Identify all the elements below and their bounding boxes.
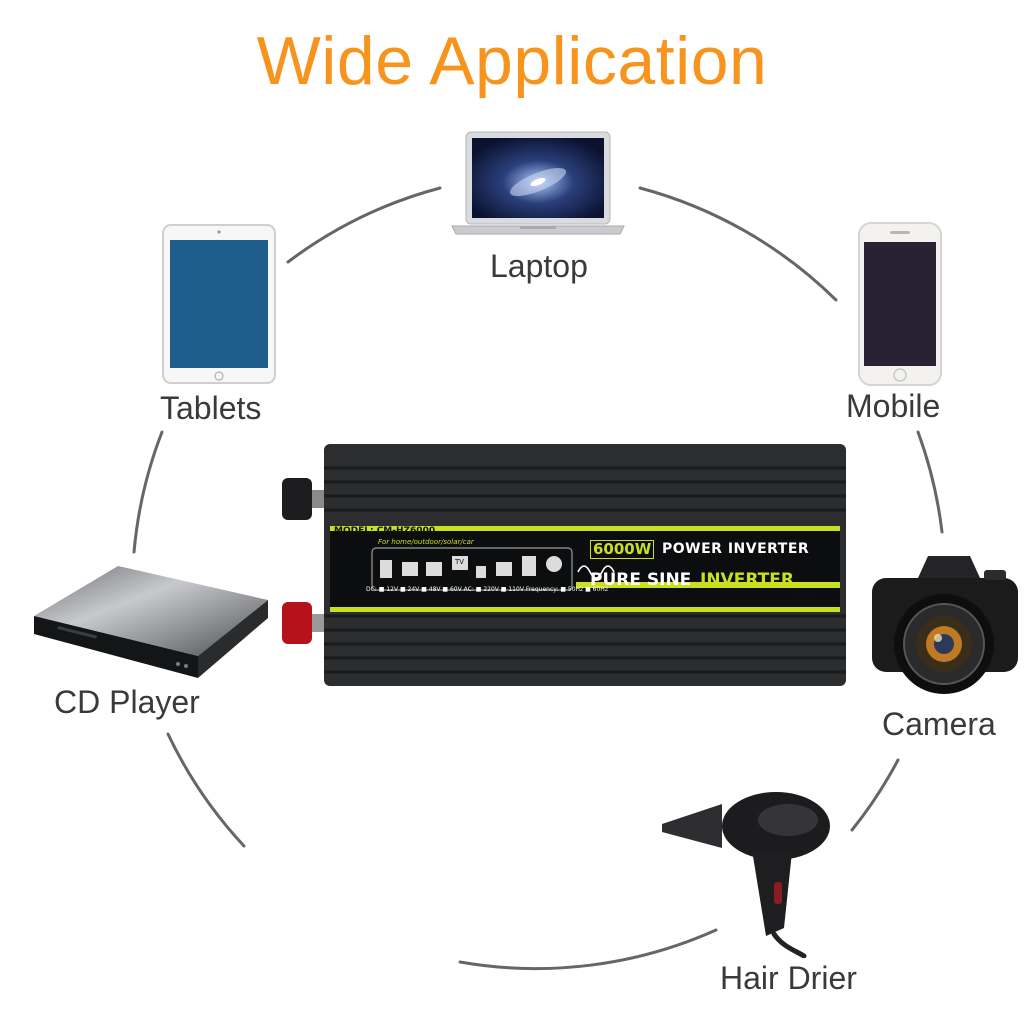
inverter-power-label: POWER INVERTER xyxy=(662,541,810,557)
ring-arc-bottom xyxy=(458,928,718,971)
mobile-image xyxy=(858,222,942,386)
label-hair-drier: Hair Drier xyxy=(720,960,857,996)
label-tablets: Tablets xyxy=(160,390,262,426)
inverter-inverter-label: INVERTER xyxy=(700,570,794,590)
inverter-usage: For home/outdoor/solar/car xyxy=(378,538,474,546)
ring-arc-top-left xyxy=(286,186,442,264)
inverter-cert: X C€ xyxy=(796,594,815,603)
inverter-wattage: 6000W xyxy=(590,540,655,559)
inverter-sine-label: PURE SINE xyxy=(590,570,692,590)
label-laptop: Laptop xyxy=(490,248,588,284)
ring-arc-top-right xyxy=(638,186,838,302)
label-camera: Camera xyxy=(882,706,996,742)
inverter-model: MODEL: CM-HZ6000 xyxy=(334,526,436,536)
hair-drier-image xyxy=(662,792,830,958)
inverter-spec-line: DC: ■ 12V ■ 24V ■ 48V ■ 60V AC: ■ 220V ■… xyxy=(366,586,608,593)
cd-player-image xyxy=(34,566,268,678)
inverter-icon-tv-label: TV xyxy=(455,558,465,566)
ring-arc-left-upper xyxy=(132,430,164,554)
label-mobile: Mobile xyxy=(846,388,941,424)
tablet-image xyxy=(162,224,276,384)
label-cd-player: CD Player xyxy=(54,684,200,720)
page-title: Wide Application xyxy=(256,23,768,99)
ring-arc-right-upper xyxy=(916,430,944,534)
camera-image xyxy=(872,556,1018,694)
ring-arc-right-lower xyxy=(850,758,900,832)
ring-arc-left-lower xyxy=(166,732,246,848)
laptop-image xyxy=(451,131,625,235)
inverter-image xyxy=(282,444,846,686)
